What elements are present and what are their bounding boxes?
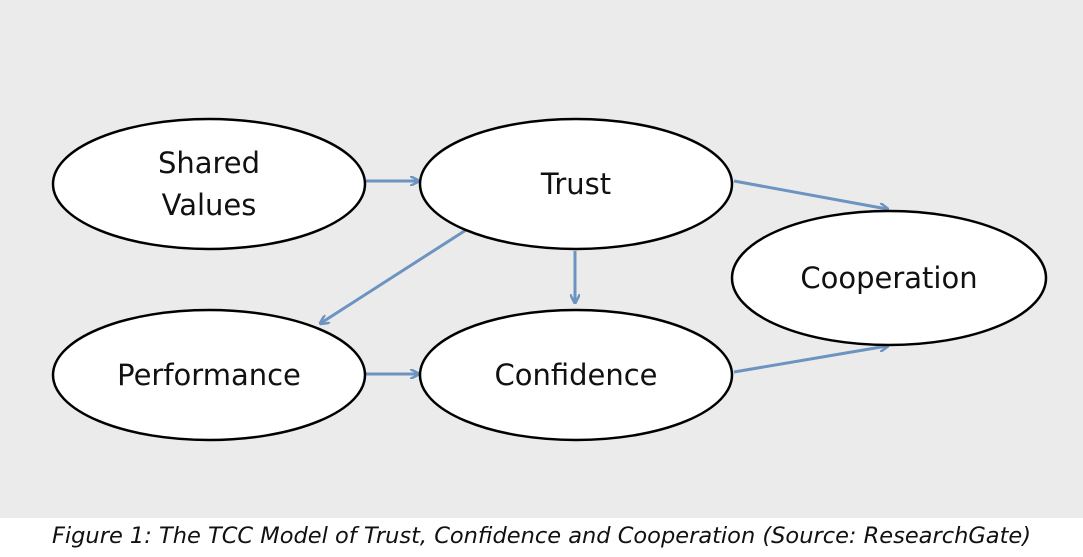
node-confidence: Confidence	[418, 308, 734, 442]
figure-caption: Figure 1: The TCC Model of Trust, Confid…	[51, 523, 1032, 549]
node-performance: Performance	[51, 308, 367, 442]
node-confidence-ellipse	[418, 308, 734, 442]
edges-layer	[321, 181, 887, 374]
node-confidence-label: Confidence	[494, 358, 657, 392]
node-trust: Trust	[418, 117, 734, 251]
node-performance-ellipse	[51, 308, 367, 442]
arrow-trust-to-cooperation	[733, 179, 887, 209]
node-trust-label: Trust	[540, 167, 611, 201]
node-performance-label: Performance	[117, 358, 301, 392]
node-cooperation-label: Cooperation	[800, 261, 977, 295]
node-cooperation: Cooperation	[730, 209, 1048, 347]
node-shared-values-label: Values	[162, 188, 257, 222]
node-cooperation-ellipse	[730, 209, 1048, 347]
arrow-trust-to-performance	[321, 228, 467, 323]
node-shared-values-ellipse	[51, 117, 367, 251]
node-trust-ellipse	[418, 117, 734, 251]
node-shared-values-label: Shared	[158, 146, 260, 180]
arrow-confidence-to-cooperation	[733, 346, 887, 374]
